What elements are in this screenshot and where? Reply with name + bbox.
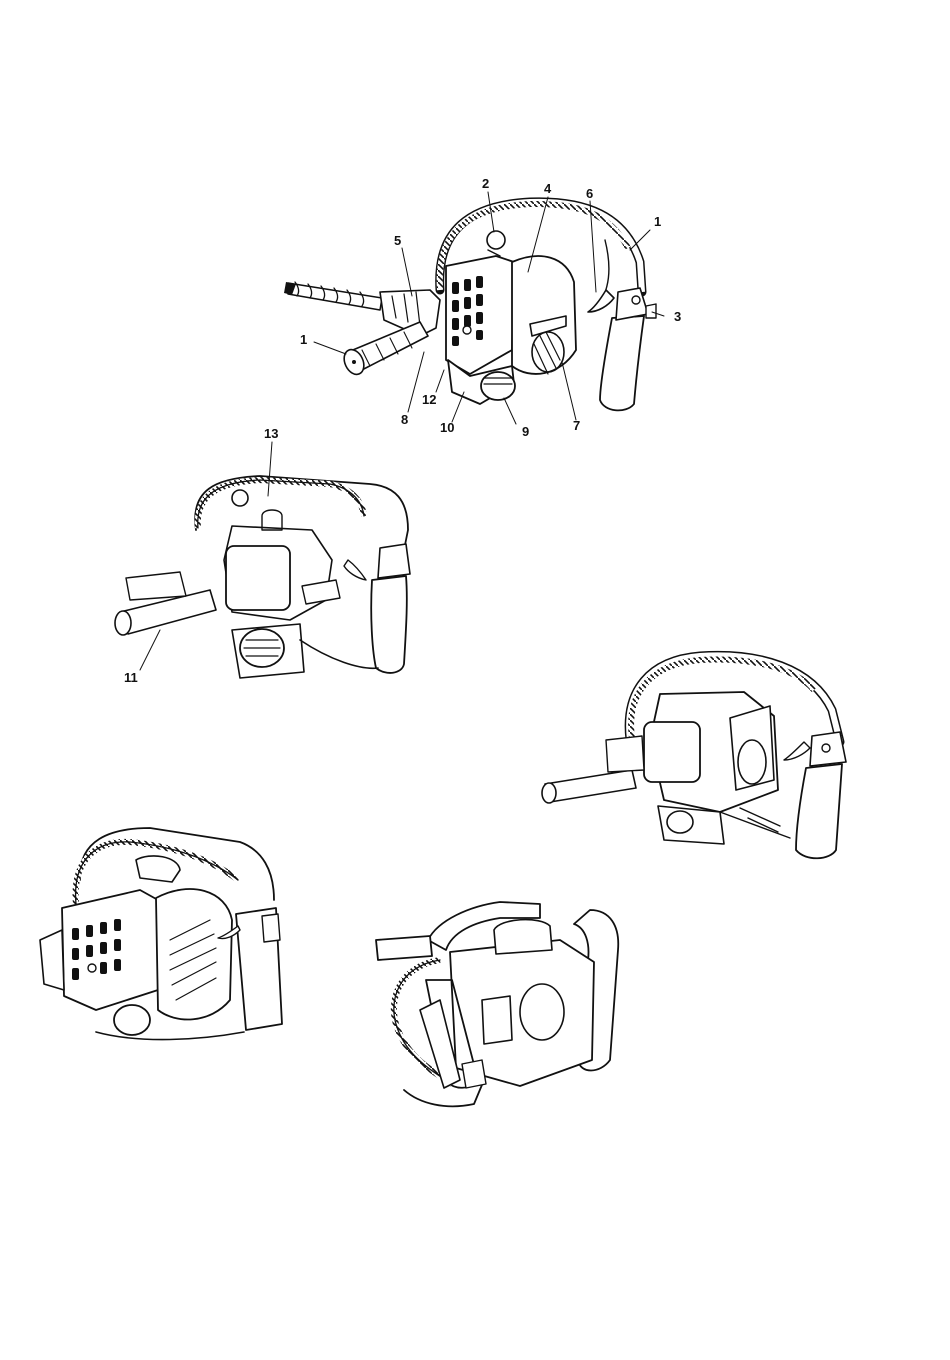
callout-5: 5 [394, 233, 401, 248]
callout-12: 12 [422, 392, 436, 407]
callout-8: 8 [401, 412, 408, 427]
view-main [284, 202, 656, 411]
callout-2: 2 [482, 176, 489, 191]
engine-block [446, 231, 576, 404]
view-left [115, 476, 410, 678]
callout-1-rear: 1 [654, 214, 661, 229]
callout-7: 7 [573, 418, 580, 433]
rear-handle [588, 288, 656, 410]
callout-10: 10 [440, 420, 454, 435]
view-right [542, 655, 846, 858]
callout-9: 9 [522, 424, 529, 439]
front-handle [340, 322, 428, 378]
view-lower-center [376, 902, 618, 1106]
callout-3: 3 [674, 309, 681, 324]
callout-6: 6 [586, 186, 593, 201]
callout-11: 11 [124, 670, 138, 685]
callout-13: 13 [264, 426, 278, 441]
callout-1-front: 1 [300, 332, 307, 347]
callout-4: 4 [544, 181, 552, 196]
view-lower-left [40, 828, 282, 1040]
auger-bit [284, 282, 382, 310]
